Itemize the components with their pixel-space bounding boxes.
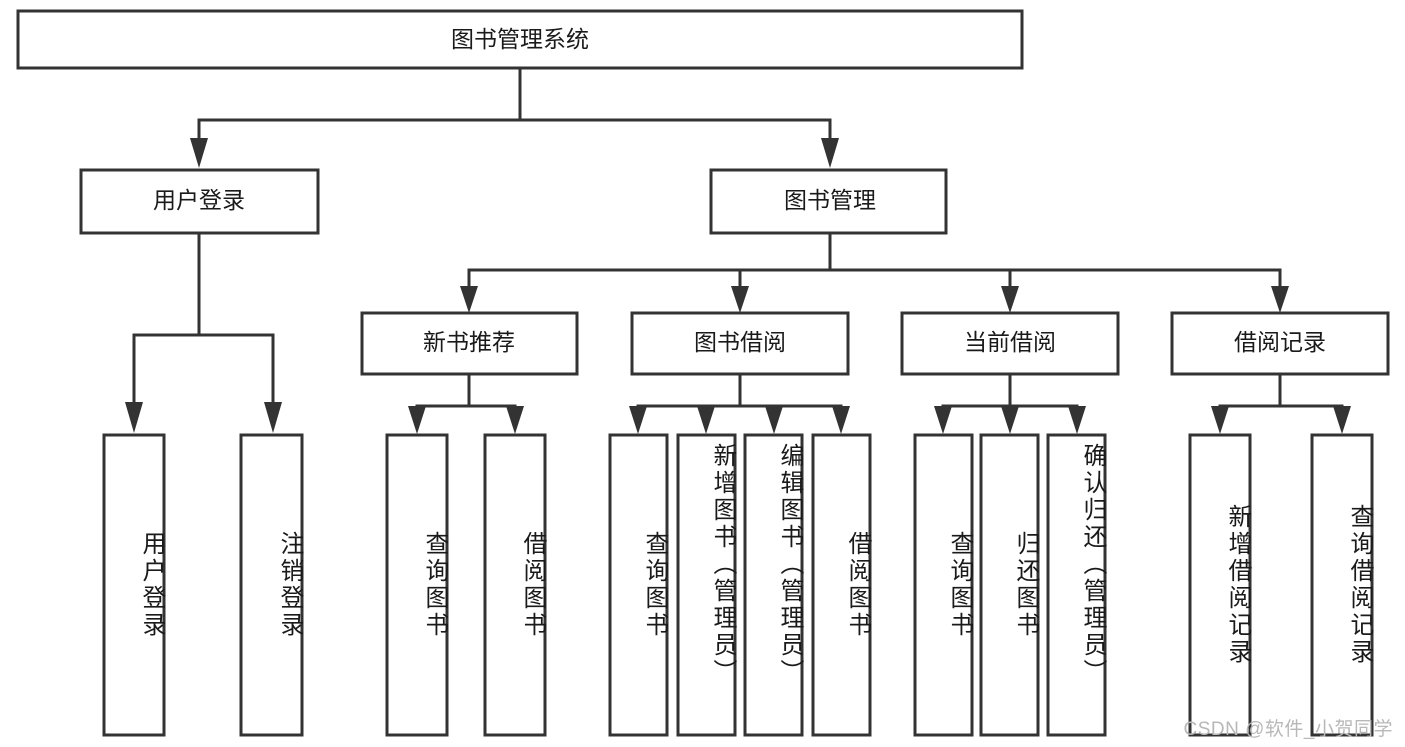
node-borrow-record[interactable]: 借阅记录	[1170, 311, 1390, 376]
leaf-box-current-2[interactable]	[979, 433, 1040, 737]
leaf-box-borrow-4[interactable]	[811, 433, 872, 737]
node-current-borrow[interactable]: 当前借阅	[900, 311, 1120, 376]
leaf-box-current-3[interactable]	[1046, 433, 1107, 737]
arrow-borrow-leaf-2	[697, 406, 715, 434]
arrow-borrow-leaf-1	[629, 406, 647, 434]
node-book-borrow[interactable]: 图书借阅	[630, 311, 850, 376]
node-borrow-record-label: 借阅记录	[1234, 329, 1326, 355]
node-book-manage[interactable]: 图书管理	[709, 168, 948, 235]
leaf-box-borrow-3[interactable]	[743, 433, 804, 737]
arrow-record-leaf-2	[1333, 406, 1351, 434]
node-user-login[interactable]: 用户登录	[79, 168, 320, 235]
arrow-to-borrow-record	[1271, 286, 1289, 313]
arrow-current-leaf-1	[934, 406, 952, 434]
arrow-to-new-book-recommend	[460, 286, 478, 313]
node-user-login-box[interactable]	[79, 168, 320, 235]
arrow-root-to-user-login	[190, 138, 208, 168]
arrow-userlogin-leaf-1	[125, 402, 143, 433]
connector-group	[125, 66, 1351, 434]
node-current-borrow-label: 当前借阅	[964, 329, 1056, 355]
node-borrow-record-box[interactable]	[1170, 311, 1390, 376]
leaf-box-record-2[interactable]	[1310, 433, 1374, 737]
leaf-box-current-1[interactable]	[913, 433, 974, 737]
leaf-box-user-login-2[interactable]	[239, 433, 304, 737]
leaf-box-recommend-1[interactable]	[385, 433, 449, 737]
node-new-book-recommend[interactable]: 新书推荐	[360, 311, 579, 376]
arrow-to-current-borrow	[1001, 286, 1019, 313]
arrow-recommend-leaf-2	[506, 406, 524, 434]
arrow-recommend-leaf-1	[408, 406, 426, 434]
arrow-to-book-borrow	[731, 286, 749, 313]
node-book-manage-box[interactable]	[709, 168, 948, 235]
node-book-borrow-box[interactable]	[630, 311, 850, 376]
arrow-userlogin-leaf-2	[264, 402, 282, 433]
arrow-borrow-leaf-4	[832, 406, 850, 434]
arrow-current-leaf-3	[1068, 406, 1086, 434]
leaf-box-borrow-2[interactable]	[676, 433, 737, 737]
arrow-borrow-leaf-3	[765, 406, 783, 434]
node-book-manage-label: 图书管理	[784, 187, 876, 213]
leaf-box-borrow-1[interactable]	[608, 433, 669, 737]
arrow-record-leaf-1	[1211, 406, 1229, 434]
node-book-borrow-label: 图书借阅	[694, 329, 786, 355]
leaf-box-recommend-2[interactable]	[483, 433, 547, 737]
node-new-book-recommend-label: 新书推荐	[423, 329, 515, 355]
arrow-root-to-book-manage	[821, 138, 839, 168]
arrow-current-leaf-2	[1001, 406, 1019, 434]
leaf-box-user-login-1[interactable]	[102, 433, 166, 737]
node-new-book-recommend-box[interactable]	[360, 311, 579, 376]
node-root-label: 图书管理系统	[451, 26, 589, 52]
node-root-box[interactable]	[16, 9, 1024, 70]
csdn-watermark: CSDN @软件_小贺同学	[1183, 719, 1393, 740]
node-root[interactable]: 图书管理系统	[16, 9, 1024, 70]
node-current-borrow-box[interactable]	[900, 311, 1120, 376]
node-user-login-label: 用户登录	[153, 187, 245, 213]
leaf-box-record-1[interactable]	[1188, 433, 1252, 737]
